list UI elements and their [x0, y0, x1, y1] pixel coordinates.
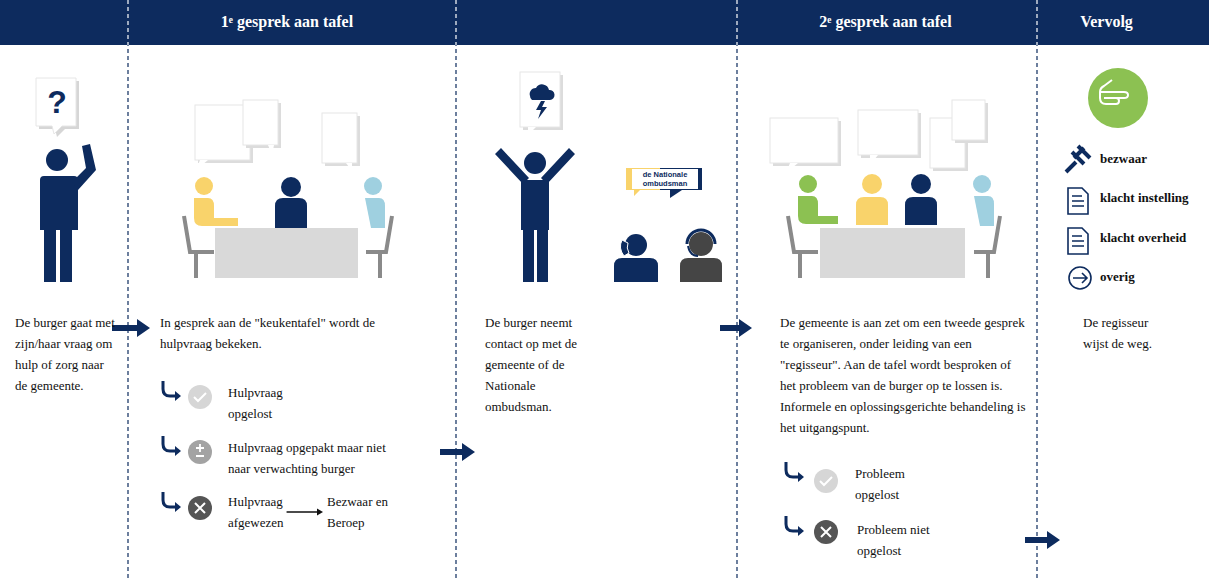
outcome-text: Hulpvraag afgewezen	[228, 491, 284, 533]
flow-arrow	[440, 443, 475, 461]
outcome-box: Hulpvraag opgelost	[228, 382, 283, 424]
followup-item: klacht overheid	[1100, 229, 1186, 247]
outcome-text: Hulpvraag opgepakt maar niet naar verwac…	[228, 437, 408, 479]
column-text: De regisseur wijst de weg.	[1083, 312, 1173, 354]
outcome-box: Probleem opgelost	[855, 463, 905, 505]
flow-arrow	[112, 319, 150, 337]
vervolg-icons	[1066, 68, 1148, 289]
column-panel: 1ᵉ gesprek aan tafelIn gesprek aan de "k…	[150, 0, 440, 581]
frustrated-figure	[495, 72, 722, 282]
question-figure	[36, 78, 96, 282]
column-panel: 2ᵉ gesprek aan tafel De gemeente is aan z…	[752, 0, 1025, 581]
column-panel: VervolgDe regisseur wijst de weg.	[1060, 0, 1205, 581]
column-title: 1ᵉ gesprek aan tafel	[142, 12, 432, 32]
header-bar	[0, 0, 1209, 45]
flow-arrow	[720, 319, 752, 337]
outcome-box: Bezwaar en Beroep	[327, 491, 403, 533]
outcome-box: Hulpvraag opgepakt maar niet naar verwac…	[228, 437, 408, 479]
logo-text: de Nationale ombudsman	[633, 170, 697, 188]
table-scene-2	[770, 100, 1000, 278]
table-scene-1	[184, 100, 392, 278]
column-text: De burger neemt contact op met de gemeen…	[485, 312, 600, 417]
column-panel: De burger neemt contact op met de gemeen…	[475, 0, 720, 581]
column-text: De burger gaat met zijn/haar vraag om hu…	[15, 312, 115, 396]
result-arrow	[287, 509, 323, 516]
flow-arrow	[1025, 531, 1060, 549]
question-mark: ?	[46, 84, 68, 120]
outcome-text: Probleem opgelost	[855, 463, 905, 505]
column-text: In gesprek aan de "keukentafel" wordt de…	[160, 312, 422, 354]
outcome-text: Hulpvraag opgelost	[228, 382, 283, 424]
followup-item: bezwaar	[1100, 150, 1147, 168]
followup-item: klacht instelling	[1100, 189, 1189, 207]
column-title: Vervolg	[1034, 12, 1179, 32]
followup-item: overig	[1100, 268, 1135, 286]
column-dividers	[128, 0, 1037, 581]
outcome-text: Probleem niet opgelost	[857, 519, 947, 561]
outcome-box: Probleem niet opgelost	[857, 519, 947, 561]
column-text: De gemeente is aan zet om een tweede ges…	[780, 312, 1026, 438]
outcome-text: Bezwaar en Beroep	[327, 491, 403, 533]
column-title: 2ᵉ gesprek aan tafel	[749, 12, 1022, 32]
outcome-box: Hulpvraag afgewezen	[228, 491, 284, 533]
